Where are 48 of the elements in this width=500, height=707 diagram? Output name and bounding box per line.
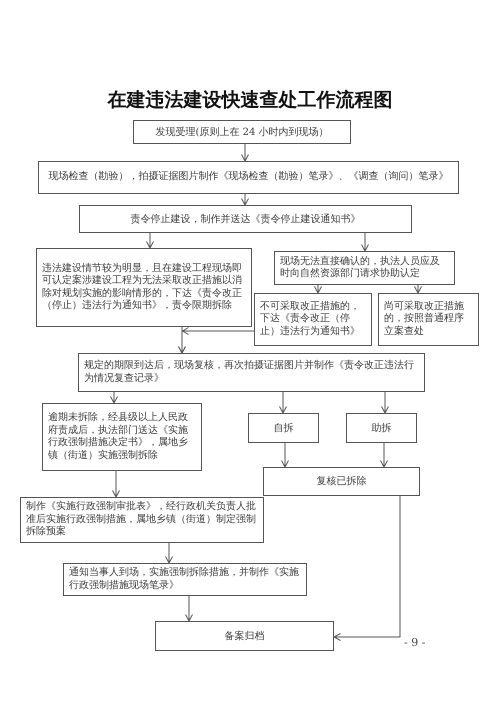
process-box bbox=[133, 120, 351, 144]
arrow bbox=[279, 392, 287, 414]
step-text: 尚可采取改正措施的，按照普通程序立案查处 bbox=[384, 300, 465, 338]
step-text: 不可采取改正措施的，下达《责令改正（停止）违法行为通知书》 bbox=[260, 300, 361, 338]
arrow bbox=[241, 194, 249, 206]
step-text: 复核已拆除 bbox=[316, 475, 366, 488]
step-text: 规定的期限到达后，现场复核，再次拍摄证据图片并制作《责令改正违法行为情况复查记录》 bbox=[84, 360, 415, 385]
process-box bbox=[63, 563, 307, 596]
process-box bbox=[274, 251, 455, 285]
arrow bbox=[178, 328, 254, 354]
step-text: 违法建设情节较为明显，且在建设工程现场即可认定案涉建设工程为无法采取改正措施以消除对规划实施的影响情形的，下达《责令改正（停止）违法行为通知书》，责令限期拆除 bbox=[42, 262, 243, 312]
arrow bbox=[241, 144, 249, 162]
process-box bbox=[346, 413, 417, 443]
step-text: 发现受理(原则上在 24 小时内到现场） bbox=[156, 126, 328, 138]
page-number: - 9 - bbox=[404, 636, 426, 650]
arrow bbox=[414, 284, 422, 294]
arrow bbox=[281, 442, 289, 468]
process-box bbox=[155, 621, 334, 651]
title: 在建违法建设快速查处工作流程图 bbox=[106, 88, 394, 112]
process-box bbox=[378, 293, 479, 346]
step-text: 制作《实施行政强制审批表》，经行政机关负责人批准后实施行政强制措施，属地乡镇（街道）制定强制拆除预案 bbox=[26, 501, 257, 539]
process-box bbox=[254, 293, 372, 346]
process-box bbox=[42, 403, 202, 471]
step-text: 助拆 bbox=[372, 422, 392, 434]
step-text: 现场无法直接确认的，执法人员应及时向自然资源部门请求协助认定 bbox=[280, 256, 441, 280]
process-box bbox=[263, 467, 420, 496]
process-box bbox=[78, 353, 425, 392]
arrow bbox=[112, 470, 120, 498]
arrow bbox=[334, 496, 400, 641]
step-text: 通知当事人到场，实施强制拆除措施，并制作《实施行政强制措施现场笔录》 bbox=[69, 567, 300, 592]
process-box bbox=[38, 161, 459, 194]
process-box bbox=[20, 497, 264, 543]
step-text: 备案归档 bbox=[224, 630, 264, 642]
step-text: 责令停止建设，制作并送达《责令停止建设通知书》 bbox=[130, 212, 360, 226]
step-text: 逾期未拆除，经县级以上人民政府责成后，执法部门送达《实施行政强制措施决定书》，属地乡镇（街道）实施强制拆除 bbox=[48, 412, 189, 462]
arrow bbox=[110, 392, 118, 404]
step-text: 现场检查（勘验），拍摄证据图片制作《现场检查（勘验）笔录》、《调查（询问）笔录》 bbox=[48, 171, 448, 184]
arrow bbox=[381, 392, 389, 414]
arrow bbox=[165, 542, 173, 564]
process-box bbox=[248, 413, 319, 443]
process-box bbox=[79, 205, 412, 233]
arrow bbox=[314, 284, 322, 294]
step-text: 自拆 bbox=[274, 422, 294, 434]
arrow bbox=[361, 232, 369, 252]
arrow bbox=[185, 596, 193, 622]
process-box bbox=[36, 248, 252, 327]
arrow bbox=[380, 442, 388, 468]
arrow bbox=[146, 232, 154, 248]
